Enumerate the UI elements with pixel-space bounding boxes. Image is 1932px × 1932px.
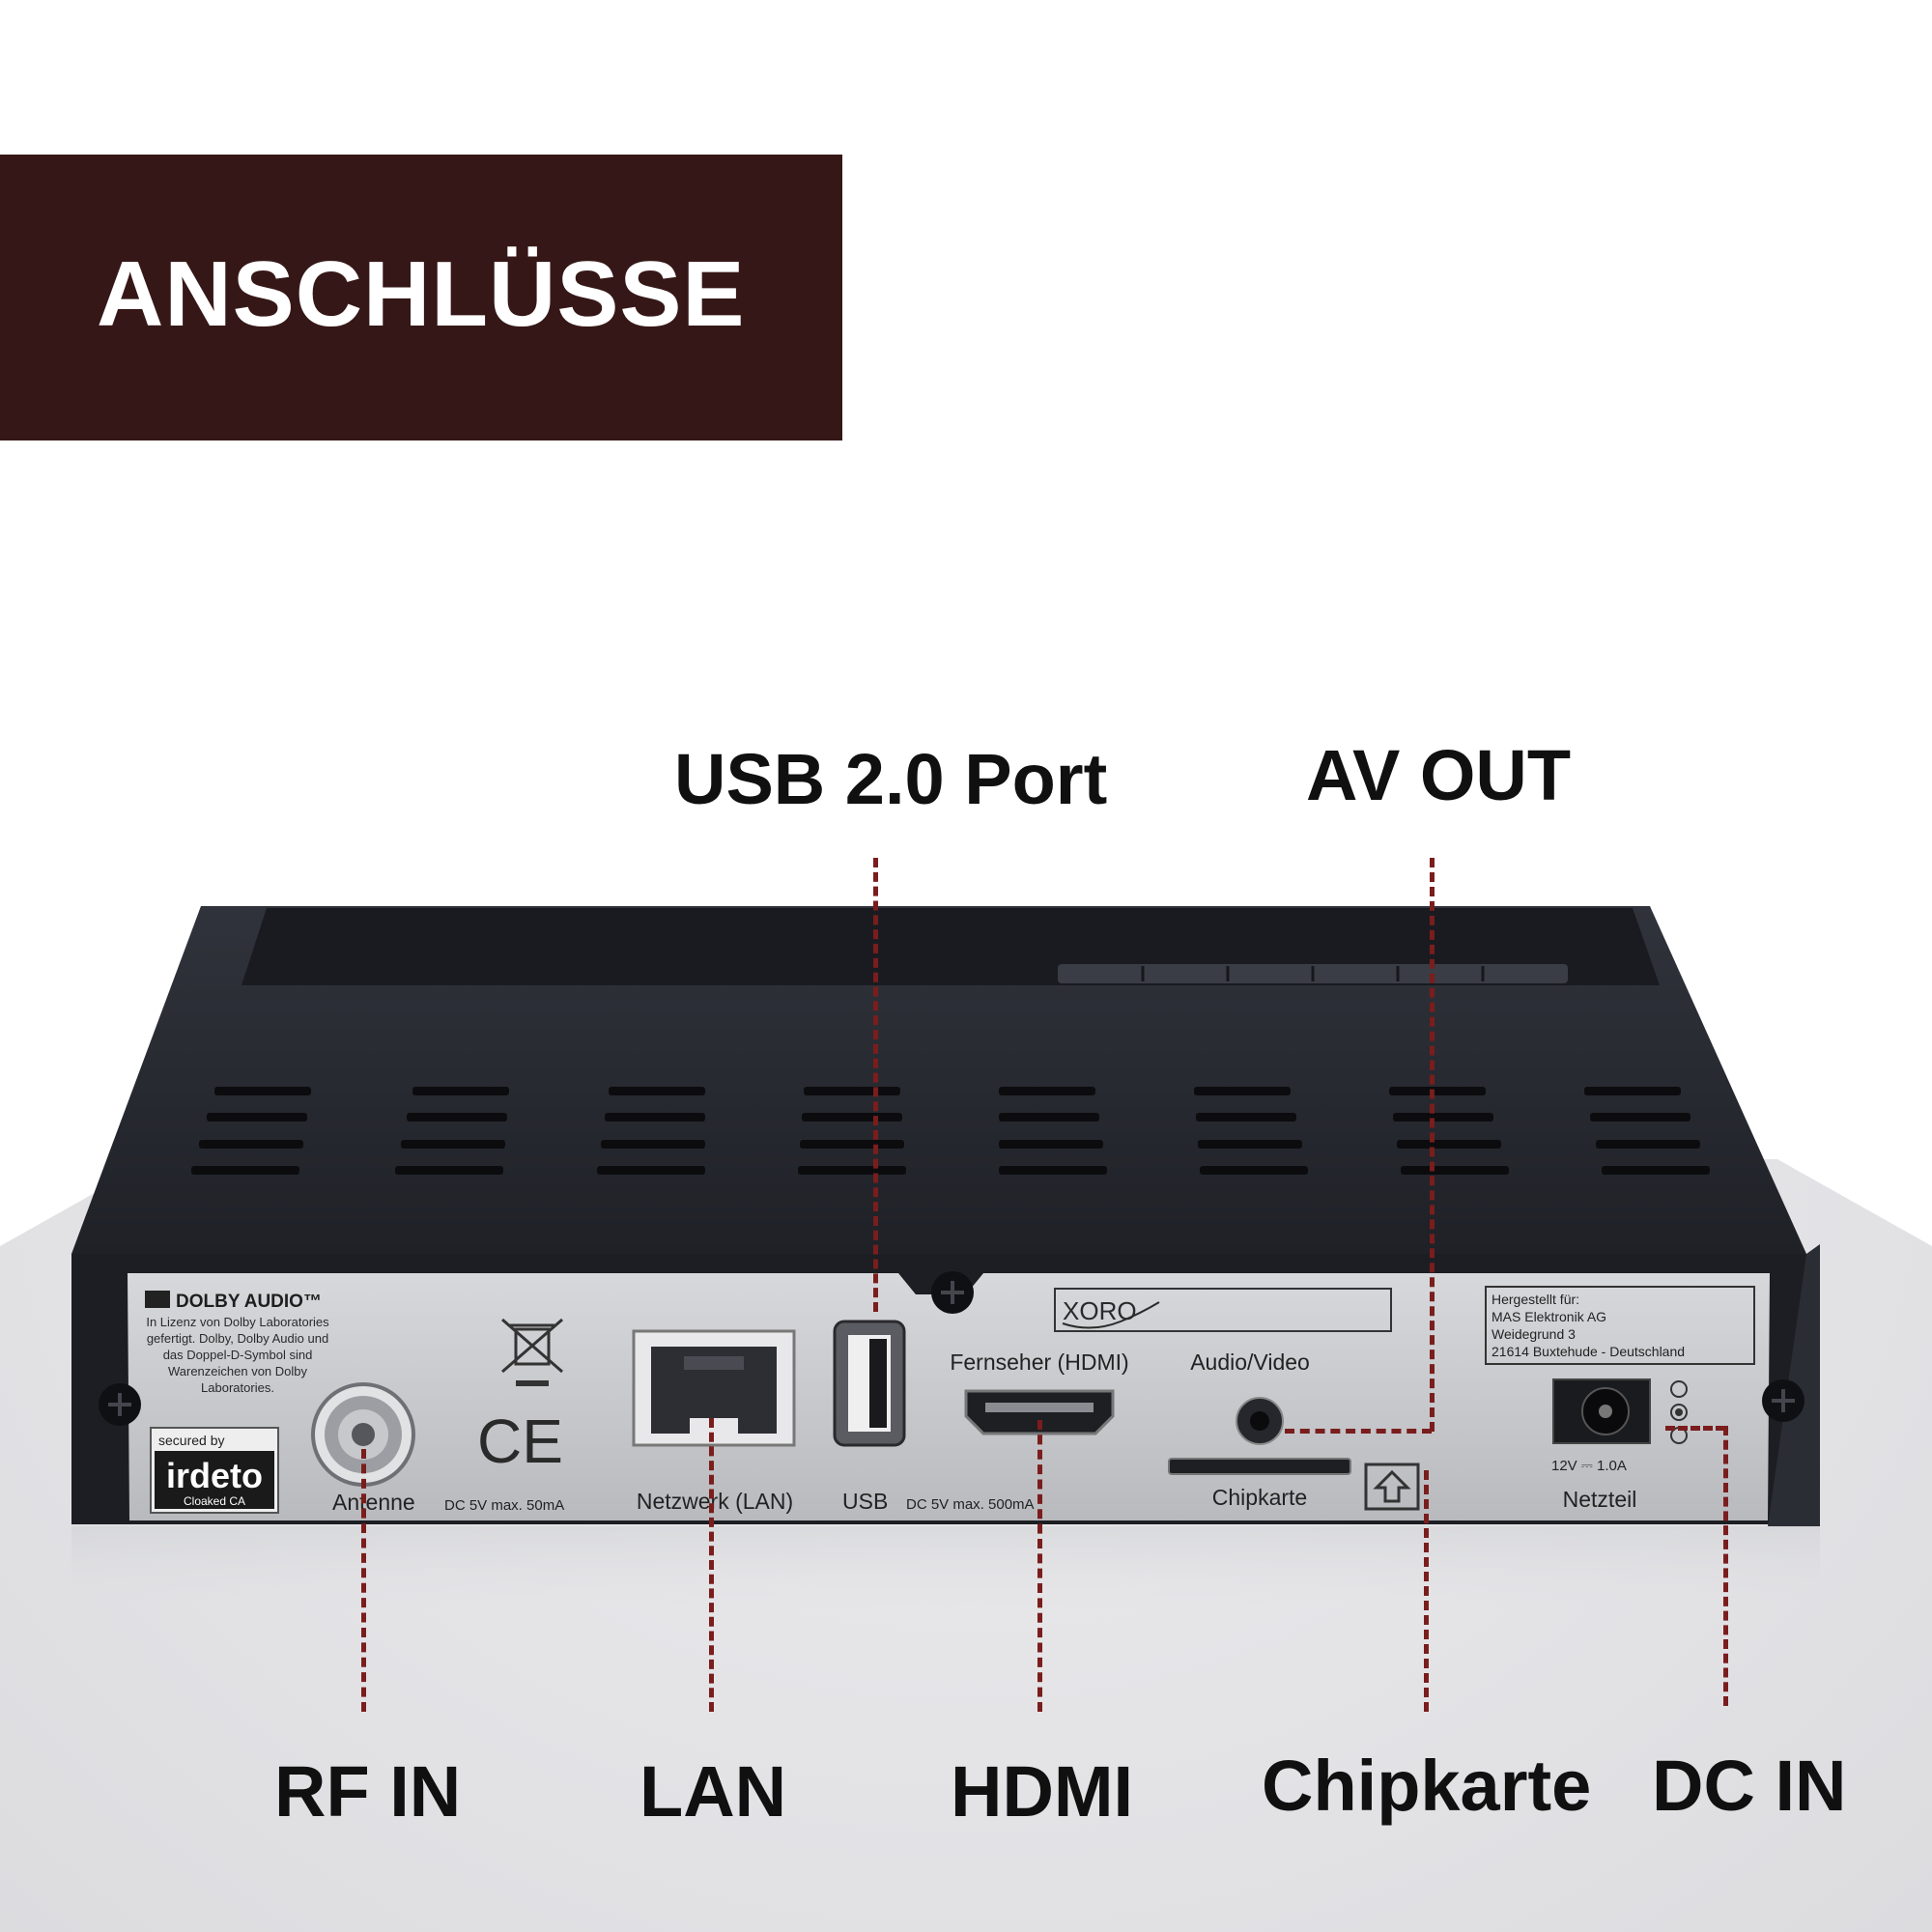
antenne-label: Antenne: [332, 1490, 415, 1515]
polarity-icon: [1670, 1380, 1688, 1444]
page-title: ANSCHLÜSSE: [97, 242, 746, 346]
weee-bin-icon: [501, 1318, 563, 1386]
callout-lan: LAN: [639, 1751, 787, 1832]
header-banner: [0, 155, 842, 440]
rear-silver-panel: [128, 1273, 1770, 1520]
leader-hdmi: [1037, 1420, 1042, 1712]
dolby-license-line: In Lizenz von Dolby Laboratories: [146, 1315, 329, 1329]
dc-power-jack: [1552, 1378, 1651, 1444]
netzteil-label: Netzteil: [1563, 1487, 1637, 1512]
leader-chipkarte: [1424, 1470, 1429, 1712]
hdmi-port: [964, 1389, 1115, 1435]
leader-rf: [361, 1449, 366, 1712]
manufacturer-line: 21614 Buxtehude - Deutschland: [1492, 1344, 1685, 1359]
leader-av-vertical: [1430, 858, 1435, 1432]
chassis-top: [71, 906, 1806, 1254]
vent-slots: [191, 1087, 1710, 1175]
chipkarte-label: Chipkarte: [1212, 1485, 1307, 1510]
leader-lan: [709, 1418, 714, 1712]
callout-usb: USB 2.0 Port: [674, 739, 1108, 819]
card-insert-arrow-icon: [1364, 1463, 1420, 1511]
lan-port: [632, 1329, 796, 1447]
hdmi-label: Fernseher (HDMI): [950, 1350, 1128, 1375]
manufacturer-line: MAS Elektronik AG: [1492, 1309, 1606, 1324]
callout-dc-in: DC IN: [1652, 1746, 1847, 1826]
front-button-strip: [1058, 964, 1568, 983]
av-jack: [1236, 1397, 1284, 1445]
dolby-license-line: Laboratories.: [201, 1380, 274, 1395]
leader-dc: [1723, 1426, 1728, 1706]
manufacturer-line: Weidegrund 3: [1492, 1326, 1576, 1342]
power-spec: 12V ⎓ 1.0A: [1551, 1458, 1627, 1474]
card-slot: [1168, 1458, 1351, 1475]
xoro-logo-text: XORO: [1063, 1296, 1137, 1325]
leader-dc-horizontal: [1665, 1426, 1725, 1431]
dolby-license-line: das Doppel-D-Symbol sind: [163, 1348, 313, 1362]
usb-port: [833, 1320, 906, 1447]
antenne-spec: DC 5V max. 50mA: [444, 1497, 564, 1514]
manufacturer-line: Hergestellt für:: [1492, 1292, 1579, 1307]
audio-video-label: Audio/Video: [1190, 1350, 1310, 1375]
usb-label: USB: [842, 1489, 888, 1514]
irdeto-badge: secured by irdeto Cloaked CA: [150, 1427, 279, 1514]
dolby-title: DOLBY AUDIO™: [176, 1292, 322, 1312]
table-reflection: [71, 1526, 1820, 1613]
rf-antenna-connector: [311, 1382, 415, 1487]
screw-icons: [99, 1271, 1804, 1426]
dolby-license-line: gefertigt. Dolby, Dolby Audio und: [147, 1331, 328, 1346]
dolby-label: DOLBY AUDIO™ In Lizenz von Dolby Laborat…: [145, 1291, 329, 1395]
leader-av-horizontal: [1285, 1429, 1432, 1434]
netzwerk-label: Netzwerk (LAN): [637, 1489, 793, 1514]
usb-spec: DC 5V max. 500mA: [906, 1496, 1035, 1513]
cloaked-ca-text: Cloaked CA: [184, 1494, 245, 1508]
manufacturer-label: Hergestellt für: MAS Elektronik AG Weide…: [1485, 1286, 1755, 1365]
leader-usb: [873, 858, 878, 1312]
secured-by-text: secured by: [158, 1433, 224, 1448]
callout-av-out: AV OUT: [1306, 735, 1572, 815]
callout-rf-in: RF IN: [274, 1751, 462, 1832]
xoro-logo: XORO: [1054, 1288, 1392, 1332]
dolby-license-line: Warenzeichen von Dolby: [168, 1364, 308, 1378]
irdeto-logo-text: irdeto: [166, 1456, 263, 1495]
callout-hdmi: HDMI: [951, 1751, 1134, 1832]
callout-chipkarte: Chipkarte: [1262, 1746, 1592, 1826]
ce-mark: CE: [477, 1406, 563, 1476]
